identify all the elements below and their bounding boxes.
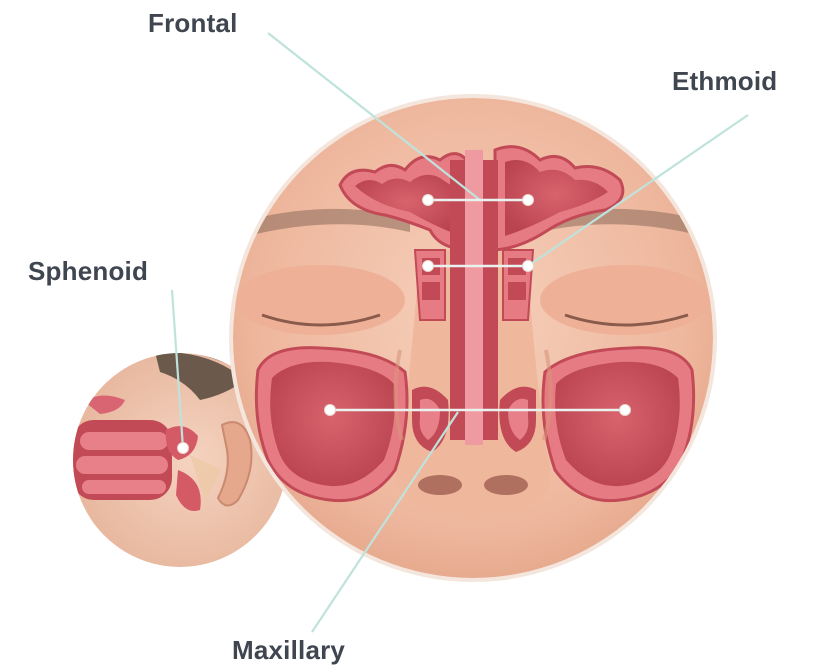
frontal-label: Frontal [148, 10, 238, 36]
maxillary-right-marker [620, 405, 631, 416]
sphenoid-label: Sphenoid [28, 258, 148, 284]
sphenoid-marker [178, 443, 189, 454]
ethmoid-left-marker [423, 261, 434, 272]
face-view [233, 98, 713, 578]
frontal-left-marker [423, 195, 434, 206]
maxillary-label: Maxillary [232, 637, 345, 663]
ethmoid-label: Ethmoid [672, 68, 777, 94]
frontal-right-marker [523, 195, 534, 206]
maxillary-left-marker [325, 405, 336, 416]
ethmoid-right-marker [523, 261, 534, 272]
